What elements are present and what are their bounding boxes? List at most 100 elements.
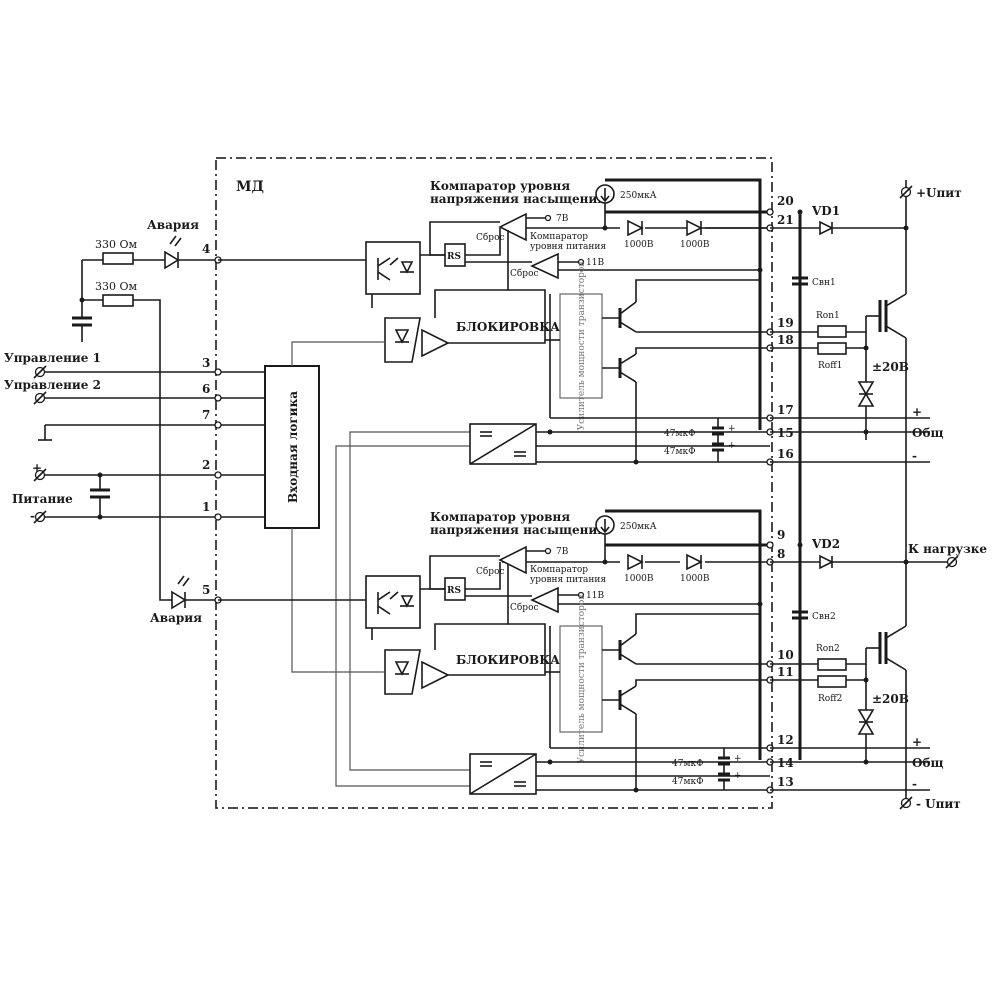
ch1-ron-label: Ron1 bbox=[816, 311, 840, 321]
ch2-power-driver bbox=[559, 625, 603, 733]
ch1-comparator-title-2: напряжения насыщения bbox=[430, 192, 606, 206]
ch1-dcdc-converter bbox=[469, 423, 537, 465]
control1-label: Управление 1 bbox=[4, 351, 101, 365]
ch1-comparator2-title-2: уровня питания bbox=[530, 242, 606, 252]
ch2-push-pull-transistors bbox=[602, 613, 770, 790]
ch2-blocking-label: БЛОКИРОВКА bbox=[456, 653, 560, 667]
ch2-pin-10: 10 bbox=[777, 648, 794, 662]
ch2-hv-diode-2-icon bbox=[686, 553, 703, 571]
ch2-dcdc-converter bbox=[469, 753, 537, 795]
ch1-cap1-label: 47мкФ bbox=[664, 429, 696, 439]
ch1-vd-label: VD1 bbox=[811, 204, 840, 218]
power-label: Питание bbox=[12, 492, 73, 506]
alarm-top-label: Авария bbox=[147, 218, 199, 232]
ch1-power-driver bbox=[559, 293, 603, 399]
ch1-ron-resistor bbox=[817, 325, 847, 338]
resistor1-label: 330 Ом bbox=[95, 238, 138, 251]
ch1-vd-diode-icon bbox=[819, 220, 834, 236]
ch2-pin-9: 9 bbox=[777, 528, 785, 542]
svg-text:+: + bbox=[734, 771, 742, 781]
ch1-diode1-label: 1000В bbox=[624, 240, 654, 250]
ch2-zener-icon bbox=[857, 680, 875, 762]
ch2-v11-label: 11В bbox=[586, 591, 604, 601]
resistor2-label: 330 Ом bbox=[95, 280, 138, 293]
ch2-pin-11: 11 bbox=[777, 665, 794, 679]
ch2-comparator-2 bbox=[530, 586, 559, 614]
resistor2 bbox=[102, 294, 134, 307]
ch1-hv-diode-2-icon bbox=[686, 219, 703, 237]
left-input-section: Авария 330 Ом 330 Ом Авария Управление bbox=[4, 218, 265, 625]
ch1-cap2-label: 47мкФ bbox=[664, 447, 696, 457]
upit-minus-terminal-icon bbox=[899, 796, 913, 810]
ch2-rs-label: RS bbox=[447, 586, 461, 596]
control1-terminal-icon bbox=[33, 365, 47, 379]
pin-5: 5 bbox=[202, 583, 210, 597]
svg-text:+: + bbox=[734, 754, 742, 764]
ch1-optocoupler bbox=[365, 241, 421, 295]
external-power-section: VD1 Свн1 Ron1 Roff1 bbox=[770, 180, 987, 811]
to-load-terminal-icon bbox=[945, 555, 959, 569]
ch2-pin-12: 12 bbox=[777, 733, 794, 747]
ch2-comparator-title-1: Компаратор уровня bbox=[430, 510, 570, 524]
ch1-pin-20: 20 bbox=[777, 194, 794, 208]
ch1-comparator-2 bbox=[530, 252, 559, 280]
ch1-push-pull-transistors bbox=[602, 279, 770, 462]
ch2-pin-14: 14 bbox=[777, 756, 794, 770]
ch2-comparator-1 bbox=[498, 545, 527, 575]
resistor1 bbox=[102, 252, 134, 265]
upit-plus-terminal-icon bbox=[899, 185, 913, 199]
power-minus-terminal-icon bbox=[33, 510, 47, 524]
ch2-v7-label: 7В bbox=[556, 547, 569, 557]
ch2-roff-resistor bbox=[817, 675, 847, 688]
pin-4: 4 bbox=[202, 242, 210, 256]
control2-terminal-icon bbox=[33, 391, 47, 405]
ch1-common-label: Общ bbox=[912, 426, 943, 440]
power-plus-label: + bbox=[32, 461, 42, 475]
ch2-current-source-icon bbox=[595, 515, 615, 535]
ch1-blocking-label: БЛОКИРОВКА bbox=[456, 320, 560, 334]
ch2-hv-diode-1-icon bbox=[627, 553, 644, 571]
ch2-comparator2-title-1: Компаратор bbox=[530, 565, 588, 575]
ch2-vd-label: VD2 bbox=[811, 537, 840, 551]
ch1-hv-diode-1-icon bbox=[627, 219, 644, 237]
ch2-driver-label: Усилитель мощности транзисторов bbox=[577, 595, 587, 764]
ch1-cext-label: Свн1 bbox=[812, 278, 836, 288]
channel-1: Компаратор уровня напряжения насыщения 2… bbox=[218, 178, 794, 466]
ch1-comparator-1 bbox=[498, 212, 527, 242]
igbt-top-icon bbox=[878, 180, 907, 560]
input-logic-label: Входная логика bbox=[286, 391, 300, 503]
ch1-roff-resistor bbox=[817, 342, 847, 355]
ch1-reset2-label: Сброс bbox=[510, 268, 539, 279]
control2-label: Управление 2 bbox=[4, 378, 101, 392]
ch2-cext-label: Свн2 bbox=[812, 612, 836, 622]
ch1-plus-label: + bbox=[912, 405, 922, 419]
ch1-blocking-block bbox=[384, 317, 450, 363]
ch1-roff-label: Roff1 bbox=[818, 361, 842, 371]
ch2-cap2-label: 47мкФ bbox=[672, 777, 704, 787]
ch2-current-source-label: 250мкА bbox=[620, 522, 657, 532]
ch1-reset1-label: Сброс bbox=[476, 232, 505, 243]
ch1-pin-15: 15 bbox=[777, 426, 794, 440]
ch1-comparator-title-1: Компаратор уровня bbox=[430, 179, 570, 193]
ch1-current-source-icon bbox=[595, 184, 615, 204]
ch2-roff-label: Roff2 bbox=[818, 694, 842, 704]
pin-6: 6 bbox=[202, 382, 210, 396]
ch2-common-label: Общ bbox=[912, 756, 943, 770]
alarm-led-bottom-icon bbox=[171, 575, 190, 610]
ch1-v11-label: 11В bbox=[586, 258, 604, 268]
ch2-diode2-label: 1000В bbox=[680, 574, 710, 584]
ch2-diode1-label: 1000В bbox=[624, 574, 654, 584]
ch1-current-source-label: 250мкА bbox=[620, 191, 657, 201]
ch2-reset1-label: Сброс bbox=[476, 566, 505, 577]
power-minus-label: - bbox=[30, 509, 35, 523]
ch1-pin-16: 16 bbox=[777, 447, 794, 461]
to-load-label: К нагрузке bbox=[908, 542, 987, 556]
ch2-plus-label: + bbox=[912, 735, 922, 749]
ch1-capacitors: + + bbox=[712, 418, 736, 462]
ch2-comparator-title-2: напряжения насыщения bbox=[430, 523, 606, 537]
ch1-driver-label: Усилитель мощности транзисторов bbox=[577, 262, 587, 431]
upit-minus-label: - Uпит bbox=[916, 797, 961, 811]
module-label: МД bbox=[236, 179, 264, 195]
alarm-bottom-label: Авария bbox=[150, 611, 202, 625]
